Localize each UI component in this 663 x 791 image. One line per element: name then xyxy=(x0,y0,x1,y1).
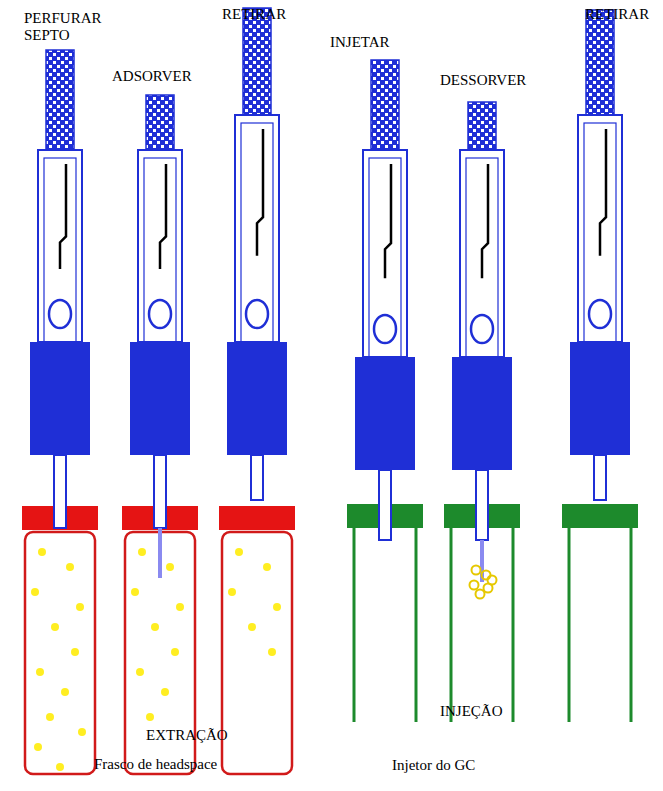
analyte-dot xyxy=(56,763,64,771)
barrel-inner xyxy=(144,158,176,342)
hub-ring xyxy=(49,300,71,328)
barrel xyxy=(235,115,279,342)
guide-slot xyxy=(385,164,391,278)
needle xyxy=(476,470,488,540)
desorbed-analyte xyxy=(476,590,485,599)
hub-ring xyxy=(246,300,268,328)
needle xyxy=(594,455,606,500)
analyte-dot xyxy=(248,623,256,631)
analyte-dot xyxy=(36,668,44,676)
barrel-inner xyxy=(466,158,498,357)
headspace-vial xyxy=(25,532,95,774)
guide-slot xyxy=(600,129,606,256)
holder-body xyxy=(227,342,287,455)
desorbed-analyte xyxy=(488,576,497,585)
vial-septum-cap xyxy=(219,506,295,530)
headspace-vial xyxy=(222,532,292,774)
holder-body xyxy=(355,357,415,470)
barrel-inner xyxy=(241,123,273,342)
hub-ring xyxy=(589,300,611,328)
injector-wall xyxy=(568,526,571,722)
needle xyxy=(154,455,166,528)
part-label: Injetor do GC xyxy=(392,757,475,774)
guide-slot xyxy=(257,129,263,256)
barrel xyxy=(460,150,504,357)
barrel xyxy=(578,115,622,342)
barrel xyxy=(138,150,182,342)
desorbed-analyte xyxy=(470,581,479,590)
hub-ring xyxy=(149,300,171,328)
barrel xyxy=(363,150,407,357)
analyte-dot xyxy=(31,588,39,596)
barrel-inner xyxy=(44,158,76,342)
injector-septum xyxy=(562,504,638,528)
holder-body xyxy=(452,357,512,470)
plunger xyxy=(146,95,174,158)
analyte-dot xyxy=(171,648,179,656)
injector-wall xyxy=(512,526,515,722)
part-label: Frasco de headspace xyxy=(94,756,217,773)
holder-body xyxy=(30,342,90,455)
guide-slot xyxy=(160,164,166,269)
step-label: PERFURAR SEPTO xyxy=(24,10,108,45)
analyte-dot xyxy=(151,623,159,631)
analyte-dot xyxy=(166,563,174,571)
stage-label: EXTRAÇÃO xyxy=(146,727,228,744)
injector-wall xyxy=(630,526,633,722)
analyte-dot xyxy=(71,648,79,656)
step-label: RETIRAR xyxy=(222,6,286,23)
injector-wall xyxy=(353,526,356,722)
spme-fiber xyxy=(158,528,162,578)
needle xyxy=(379,470,391,540)
injector-wall xyxy=(450,526,453,722)
analyte-dot xyxy=(78,728,86,736)
step-label: RETIRAR xyxy=(585,6,649,23)
analyte-dot xyxy=(61,688,69,696)
needle xyxy=(54,455,66,528)
hub-ring xyxy=(374,315,396,343)
step-label: DESSORVER xyxy=(440,72,526,89)
hub-ring xyxy=(471,315,493,343)
analyte-dot xyxy=(136,668,144,676)
holder-body xyxy=(570,342,630,455)
barrel-inner xyxy=(369,158,401,357)
plunger xyxy=(371,60,399,158)
barrel-inner xyxy=(584,123,616,342)
analyte-dot xyxy=(66,563,74,571)
stage-label: INJEÇÃO xyxy=(440,703,503,720)
analyte-dot xyxy=(263,563,271,571)
plunger xyxy=(586,10,614,123)
analyte-dot xyxy=(228,588,236,596)
plunger xyxy=(243,8,271,123)
analyte-dot xyxy=(131,588,139,596)
needle xyxy=(251,455,263,500)
analyte-dot xyxy=(138,548,146,556)
analyte-dot xyxy=(38,548,46,556)
desorbed-analyte xyxy=(482,571,491,580)
analyte-dot xyxy=(76,603,84,611)
analyte-dot xyxy=(176,603,184,611)
step-label: ADSORVER xyxy=(112,68,192,85)
holder-body xyxy=(130,342,190,455)
analyte-dot xyxy=(235,548,243,556)
guide-slot xyxy=(482,164,488,278)
desorbed-analyte xyxy=(472,566,481,575)
plunger xyxy=(46,50,74,158)
barrel xyxy=(38,150,82,342)
analyte-dot xyxy=(34,743,42,751)
analyte-dot xyxy=(146,713,154,721)
analyte-dot xyxy=(46,713,54,721)
analyte-dot xyxy=(273,603,281,611)
guide-slot xyxy=(60,164,66,269)
analyte-dot xyxy=(161,688,169,696)
injector-wall xyxy=(415,526,418,722)
step-label: INJETAR xyxy=(330,34,390,51)
analyte-dot xyxy=(268,648,276,656)
analyte-dot xyxy=(51,623,59,631)
